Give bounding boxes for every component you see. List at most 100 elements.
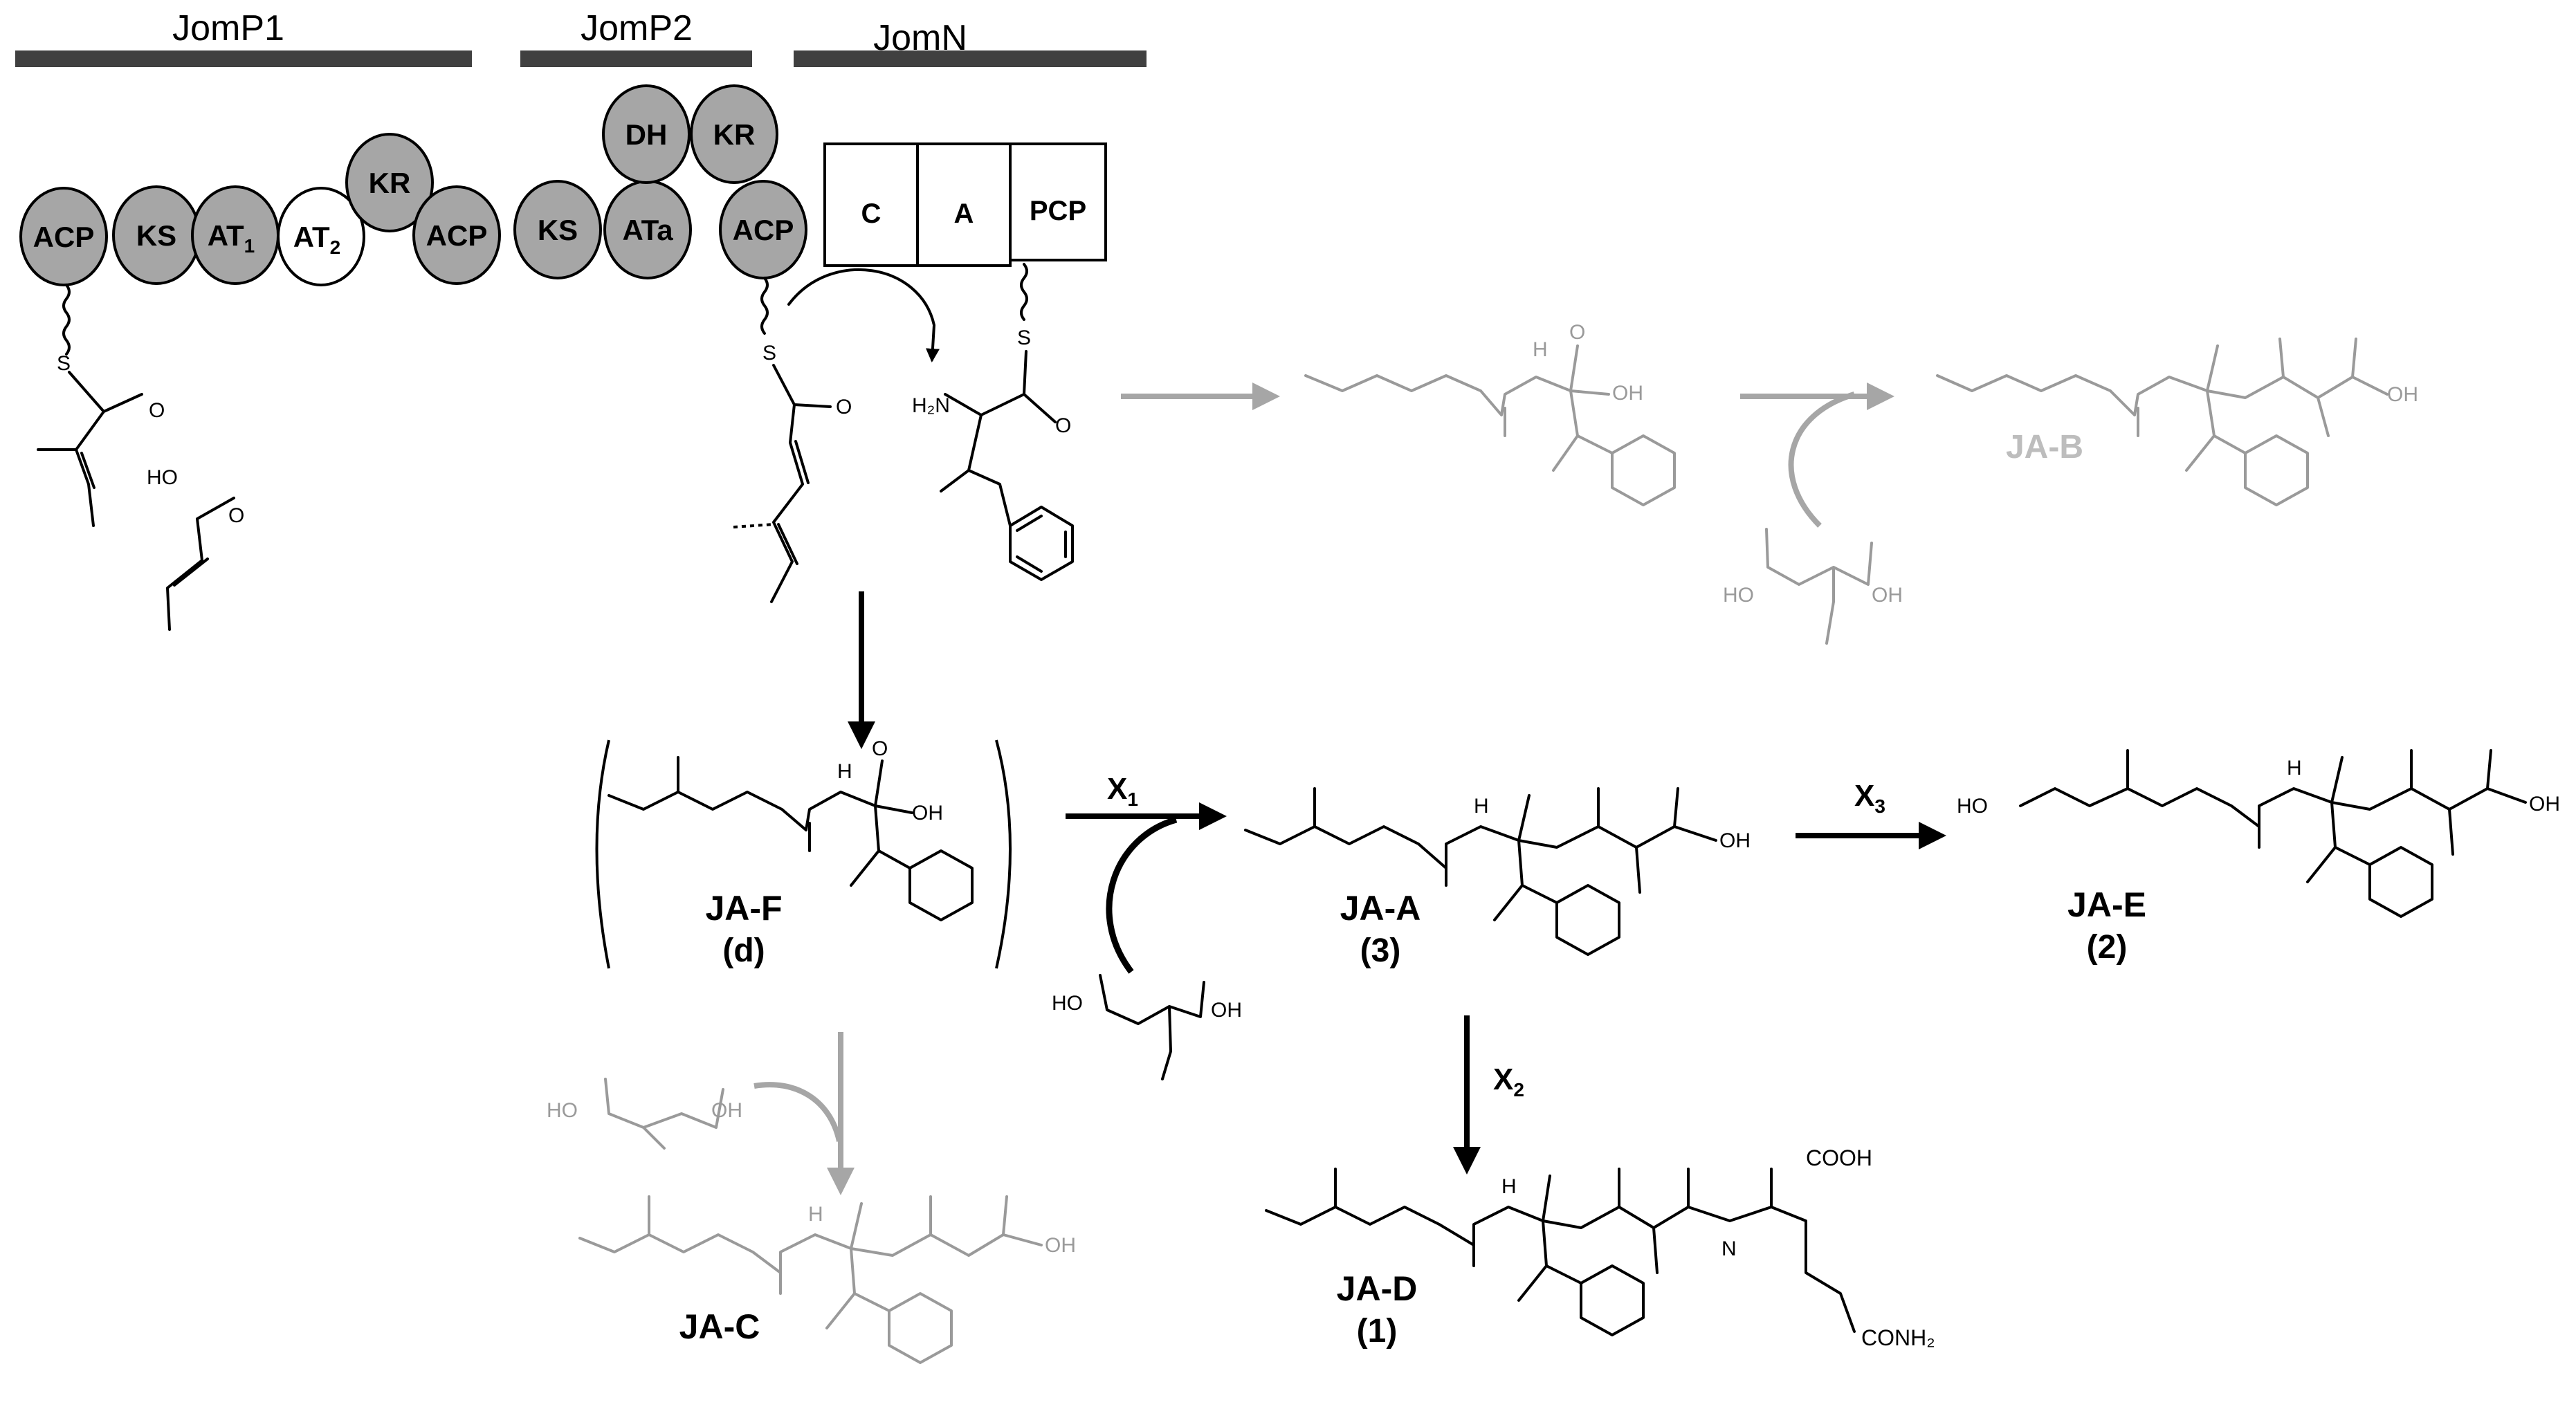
p2-sulfur: S (762, 342, 776, 365)
crotonate-ho: HO (147, 466, 178, 489)
jac-compound: HO OH H OH JA-C (547, 1032, 1076, 1364)
p1-thioester-o: O (149, 399, 165, 422)
n-phe-ring-inner (1016, 515, 1067, 573)
p2-kr-domain (690, 84, 778, 184)
jae-num: (2) (2087, 929, 2128, 966)
p1-kr-domain (345, 133, 434, 232)
x3-label: X3 (1854, 779, 1885, 817)
p1-wavy-linker (62, 284, 71, 356)
p1-ks-label: KS (136, 219, 176, 252)
x2-label: X2 (1493, 1062, 1524, 1101)
p1-thioester-bonds (37, 371, 143, 527)
faded-acid-bonds (1304, 344, 1614, 472)
jaf-compound: H OH O JA-F (d) (595, 591, 1012, 969)
jac-bonds (578, 1195, 1043, 1329)
jae-nh: H (2287, 757, 2302, 780)
jomp1-tethered-intermediate: S O HO O (37, 284, 244, 631)
n-pcp-label: PCP (1030, 196, 1086, 226)
x1-hydroxyacid-ho: HO (1052, 992, 1083, 1015)
p2-dh-label: DH (625, 118, 668, 151)
x1-curved-arrow (1106, 816, 1178, 974)
p1-at2-sub: 2 (330, 237, 341, 258)
jaf-oh: OH (912, 802, 943, 825)
faded-acid-ring (1611, 434, 1676, 506)
p1-sulfur: S (57, 352, 71, 375)
n-a-domain (916, 142, 1012, 267)
jae-bonds (2019, 749, 2527, 883)
x1-text: X (1107, 772, 1127, 806)
faded-acid-n: H (1533, 338, 1548, 361)
n-phe-ring (1009, 506, 1074, 581)
p2-ks-label: KS (538, 214, 578, 246)
p2-thioester-o: O (836, 396, 852, 418)
jac-name: JA-C (679, 1307, 760, 1346)
jomn-label: JomN (873, 18, 967, 58)
jomp1-domains: ACP KS AT1 AT2 KR ACP (19, 133, 501, 286)
jomp1-label: JomP1 (172, 8, 284, 48)
p1-at1-sub: 1 (244, 235, 255, 257)
jomp2-tethered-intermediate: S O (733, 277, 852, 603)
jae-ring (2368, 846, 2433, 918)
jaa-oh: OH (1719, 829, 1751, 852)
jaa-compound: H OH JA-A (3) (1244, 787, 1751, 969)
jaa-name: JA-A (1340, 889, 1421, 928)
jac-hydroxyacid-oh: OH (711, 1099, 742, 1122)
jomn-bar (794, 50, 1147, 67)
faded-acid-o: O (1569, 321, 1585, 344)
p1-at2-text: AT (293, 221, 330, 253)
jomp1-bar (15, 50, 472, 67)
jomp2-label: JomP2 (581, 8, 693, 48)
n-phe-bonds (940, 350, 1057, 527)
x1-sub: 1 (1127, 789, 1138, 810)
x3-text: X (1854, 779, 1874, 813)
jae-compound: HO H OH JA-E (2) (1957, 749, 2560, 966)
jac-nh: H (808, 1203, 823, 1226)
p1-acp-a-domain (19, 187, 108, 286)
jaf-num: (d) (722, 932, 765, 969)
jad-conh2: CONH₂ (1861, 1325, 1935, 1350)
faded-hydroxyacid-bonds (1765, 528, 1873, 645)
x3-sub: 3 (1874, 795, 1885, 817)
n-c-label: C (861, 199, 881, 229)
jaa-nh: H (1474, 795, 1489, 818)
jac-hydroxyacid-ho: HO (547, 1099, 578, 1122)
n-pcp-domain (1009, 142, 1107, 261)
faded-top-products: H OH O HO OH OH JA-B (1121, 321, 2418, 645)
jomp2-bar (520, 50, 752, 67)
p2-chain-bonds (770, 364, 832, 603)
n-wavy-linker (1020, 263, 1028, 321)
p1-at1-text: AT (208, 219, 244, 252)
jaf-nh: H (837, 760, 852, 783)
jac-hydroxyacid-bonds (604, 1078, 724, 1150)
crotonate-o: O (228, 504, 244, 527)
p1-acp-b-label: ACP (426, 219, 488, 252)
jad-num: (1) (1357, 1313, 1398, 1350)
p2-dh-domain (602, 84, 691, 184)
jac-curved-arrow (753, 1082, 842, 1142)
jad-ring (1580, 1264, 1645, 1336)
jac-oh: OH (1045, 1234, 1076, 1257)
jab-oh: OH (2387, 383, 2418, 406)
x1-label: X1 (1107, 772, 1138, 810)
x2-step: X2 (1453, 1015, 1524, 1175)
jaf-bonds (608, 756, 913, 887)
protein-bars: JomP1 JomP2 JomN (15, 8, 1147, 67)
jaa-num: (3) (1360, 932, 1401, 969)
jaf-ring (908, 849, 974, 921)
x3-step: X3 (1796, 779, 1946, 849)
x2-text: X (1493, 1062, 1513, 1096)
jad-name: JA-D (1337, 1269, 1418, 1308)
n-phe-o: O (1055, 414, 1071, 437)
jomp2-domains: KS ATa DH KR ACP (513, 84, 807, 279)
x2-sub: 2 (1513, 1079, 1524, 1101)
n-phe-h2n: H₂N (912, 394, 950, 417)
p1-at1-label: AT1 (208, 219, 255, 257)
jaf-bracket-right (995, 739, 1012, 969)
p1-at2-domain (277, 187, 365, 286)
faded-acid-oh: OH (1612, 382, 1643, 405)
jab-ring (2244, 434, 2309, 506)
jae-ho: HO (1957, 795, 1988, 818)
jaa-bonds (1244, 787, 1717, 921)
